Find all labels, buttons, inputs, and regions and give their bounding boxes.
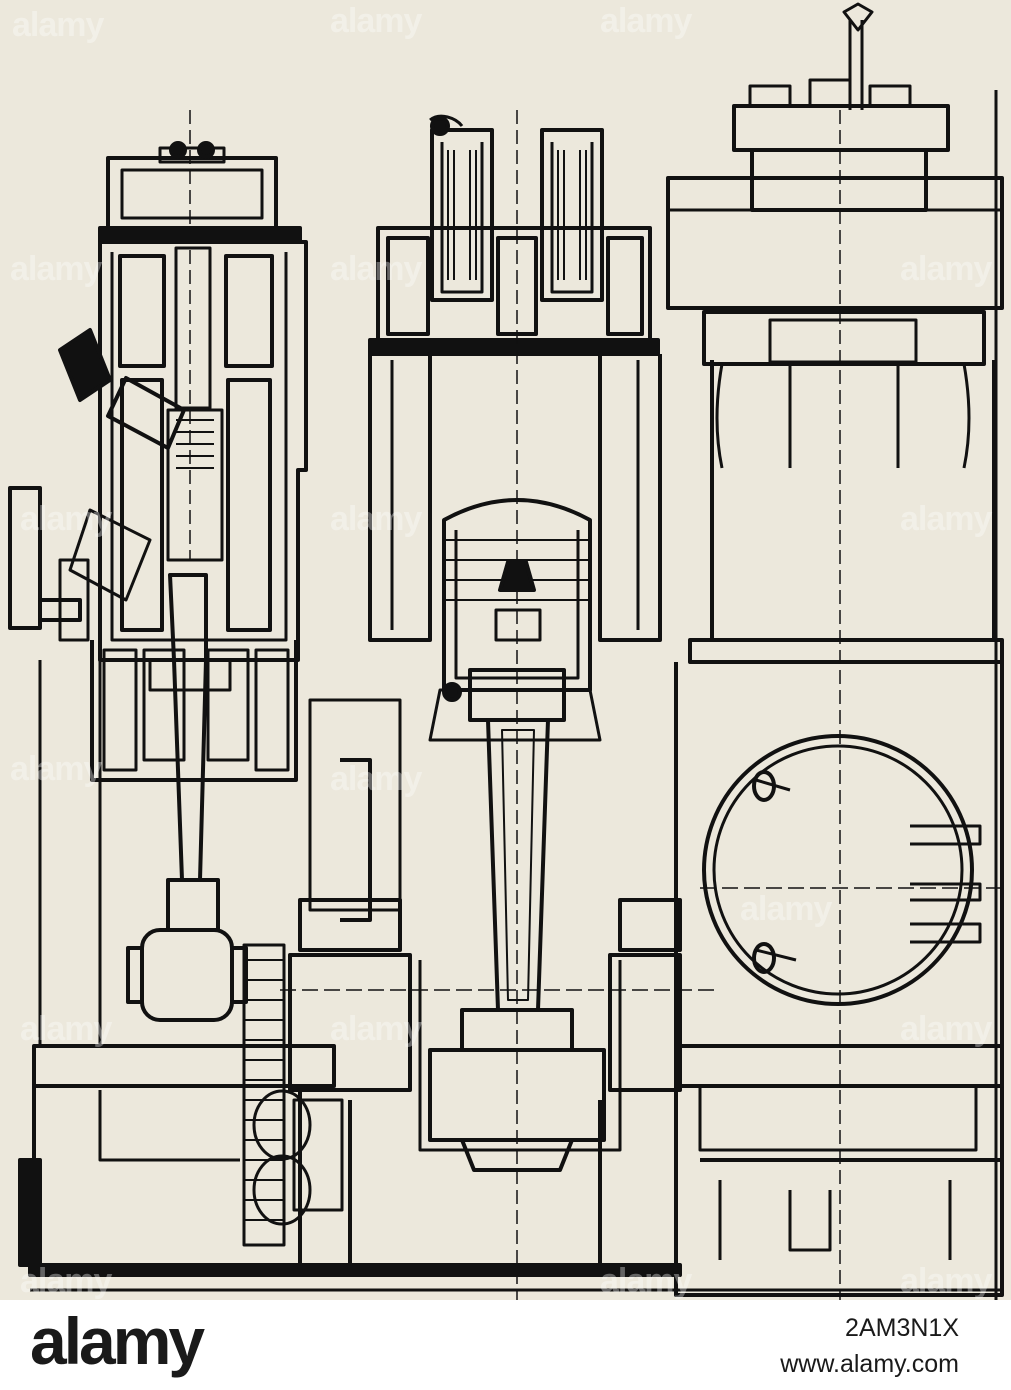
engine-base-frame — [18, 90, 1002, 1300]
engine-cross-section-drawing — [8, 2, 1004, 1300]
watermark-text: alamy — [20, 500, 112, 538]
watermark-text: alamy — [600, 1262, 692, 1300]
watermark-text: alamy — [900, 250, 992, 288]
watermark-text: alamy — [10, 750, 102, 788]
watermark-text: alamy — [20, 1010, 112, 1048]
watermark-text: alamy — [330, 250, 422, 288]
watermark-text: alamy — [330, 2, 422, 40]
site-url-link[interactable]: www.alamy.com — [780, 1350, 959, 1378]
watermark-text: alamy — [10, 250, 102, 288]
left-cylinder-unit — [8, 110, 308, 782]
watermark-text: alamy — [900, 1010, 992, 1048]
watermark-text: alamy — [900, 500, 992, 538]
stock-footer-bar: alamy 2AM3N1X www.alamy.com — [0, 1300, 1011, 1390]
watermark-text: alamy — [20, 1262, 112, 1300]
left-connecting-rod — [148, 573, 232, 932]
watermark-text: alamy — [330, 500, 422, 538]
watermark-text: alamy — [330, 760, 422, 798]
right-cylinder-exterior — [666, 2, 1004, 1300]
image-id-label: 2AM3N1X — [845, 1314, 959, 1342]
central-cylinder — [280, 110, 720, 1300]
watermark-text: alamy — [12, 6, 104, 44]
watermark-text: alamy — [900, 1262, 992, 1300]
watermark-text: alamy — [600, 2, 692, 40]
alamy-logo[interactable]: alamy — [30, 1304, 205, 1378]
watermark-text: alamy — [330, 1010, 422, 1048]
watermark-text: alamy — [740, 890, 832, 928]
crank-gear-train — [126, 928, 344, 1247]
